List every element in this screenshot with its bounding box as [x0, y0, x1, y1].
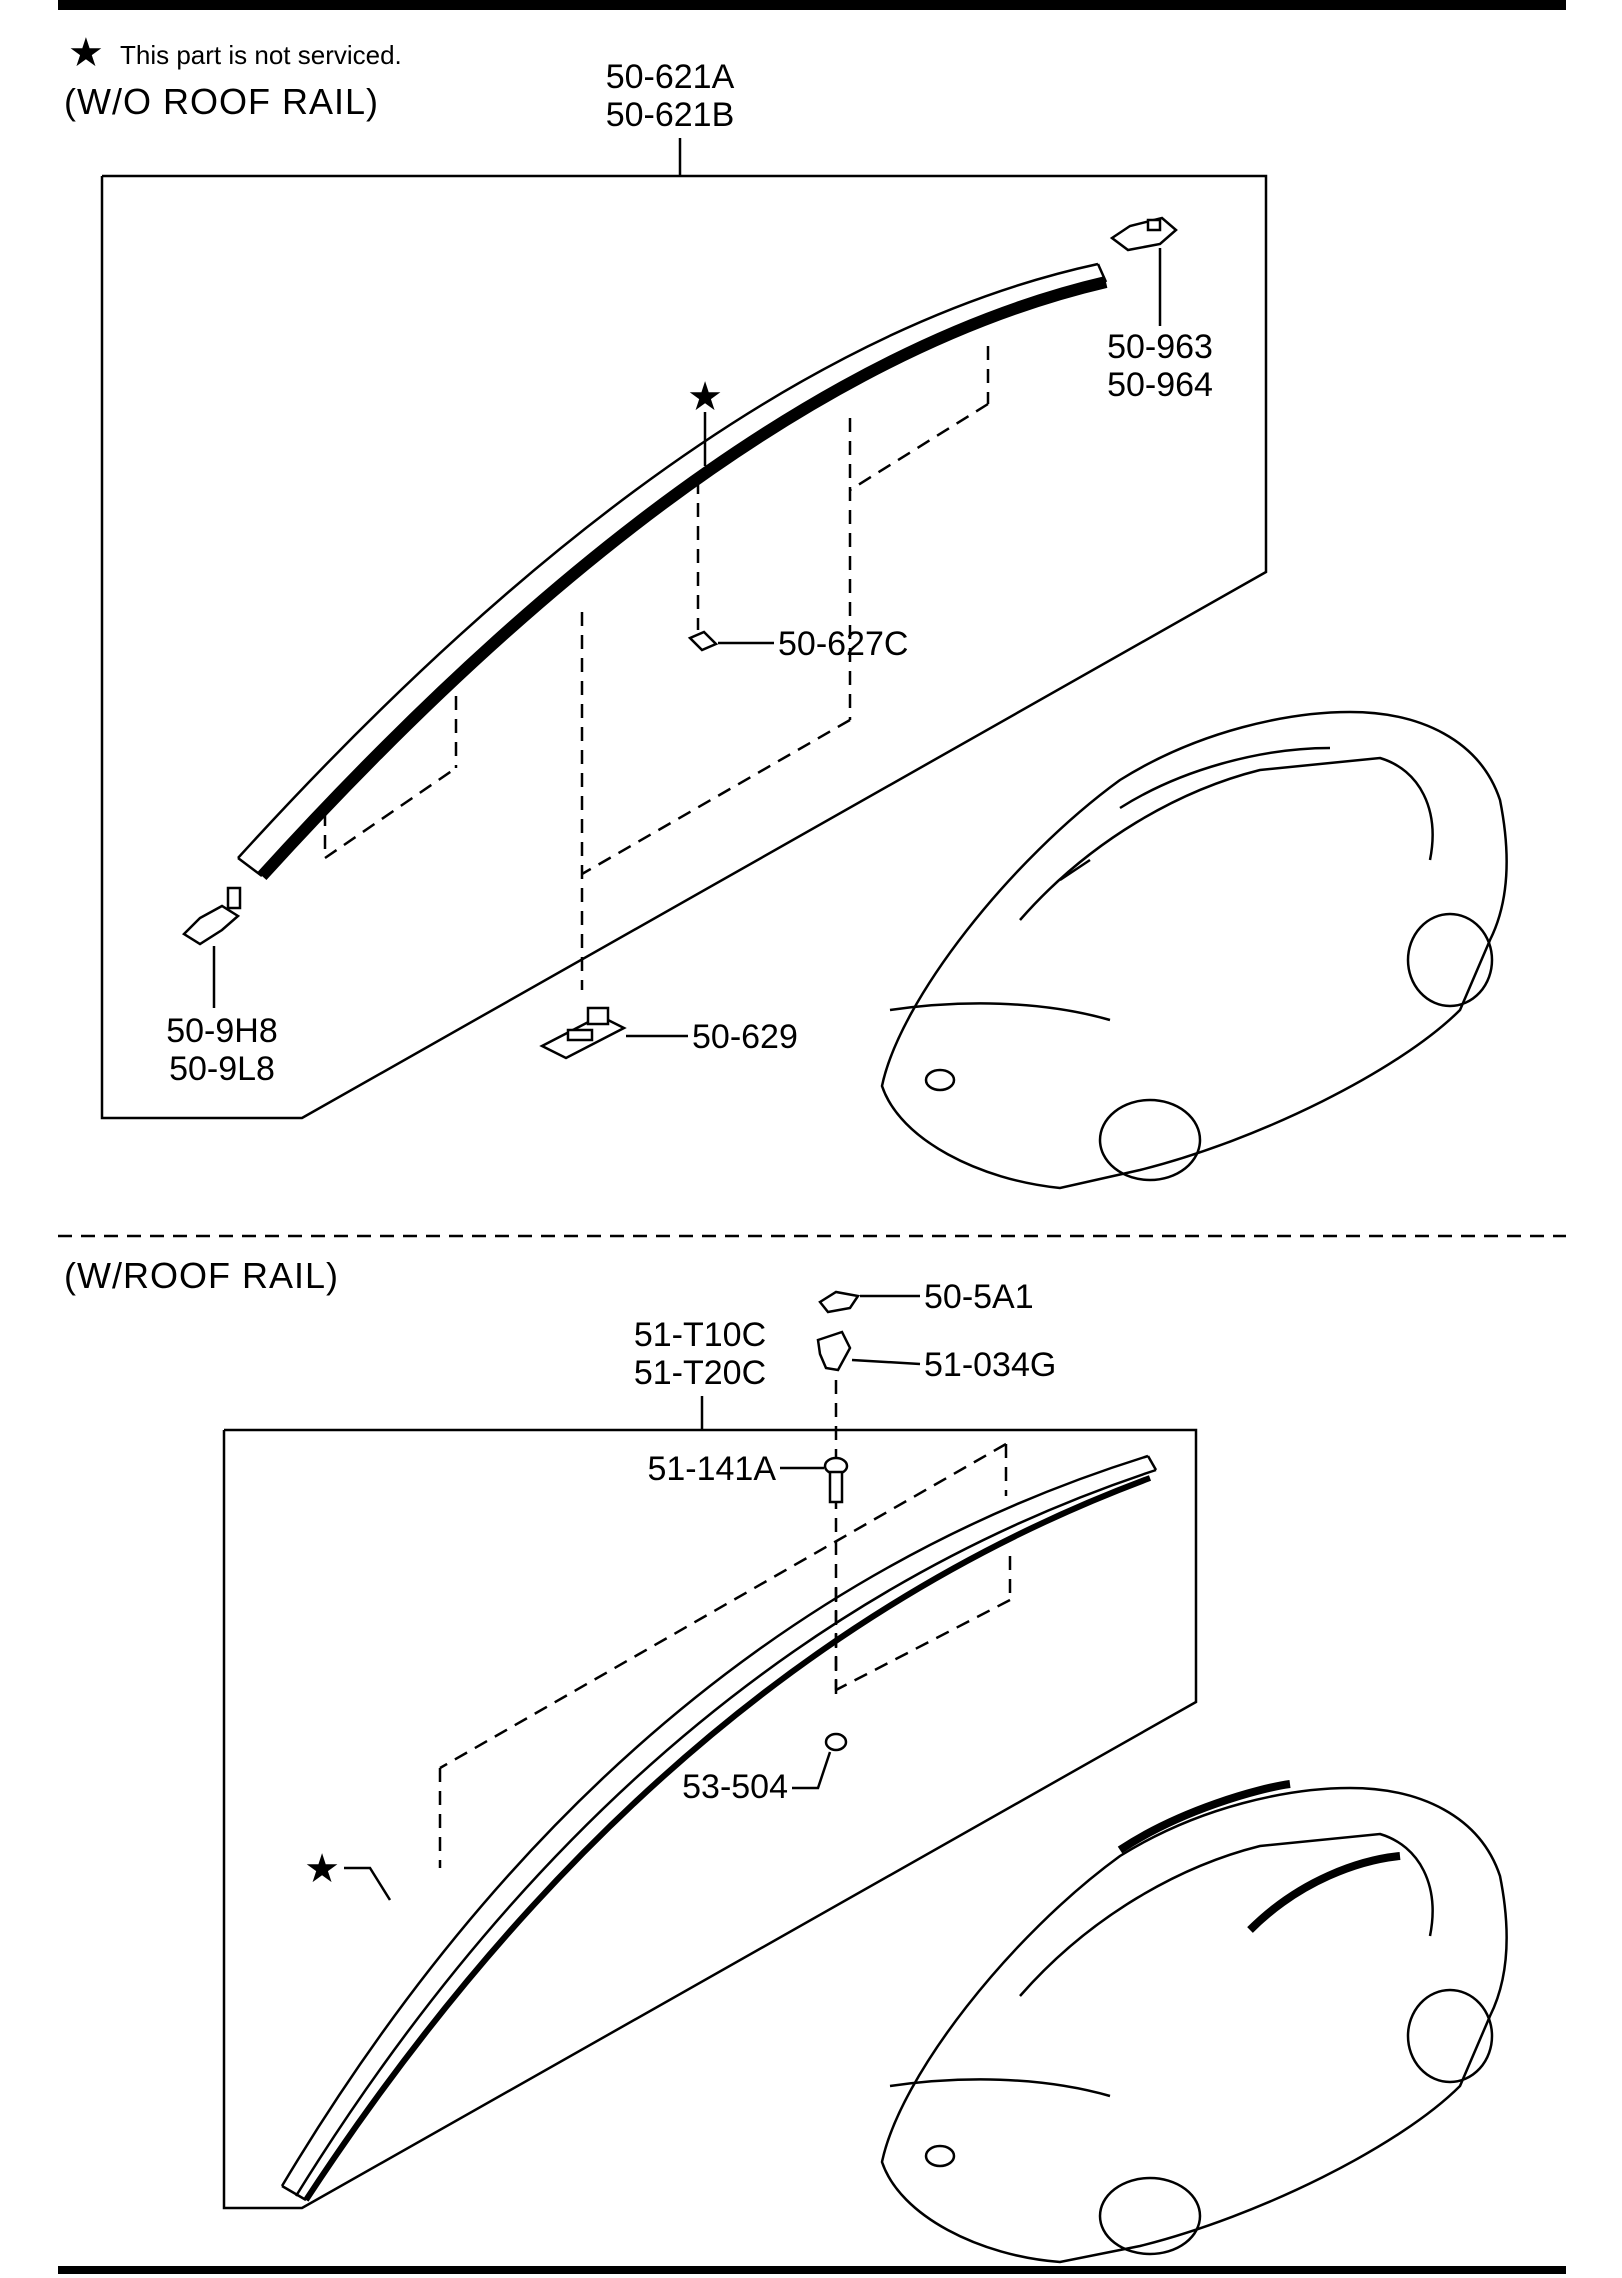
label-bolt: 51-141A: [647, 1450, 776, 1488]
label-rear-clip-b: 50-9L8: [169, 1050, 275, 1088]
rail-dashed-lines: [438, 1380, 1012, 1868]
label-rear-clip-a: 50-9H8: [166, 1012, 278, 1050]
leader-cover: [851, 1358, 921, 1366]
top-border: [58, 0, 1566, 10]
section-with-roof-rail: (W/ROOF RAIL) 51-T10C 51-T20C 50-5A1: [64, 1255, 1508, 2264]
label-front-clip-a: 50-963: [1107, 328, 1213, 366]
dashed-attachment-lines: [323, 346, 990, 990]
star-icon-rail: ★: [304, 1846, 340, 1892]
label-molding-a: 50-621A: [606, 58, 735, 96]
bracket-part: [539, 1006, 627, 1060]
cap-part: [818, 1290, 861, 1314]
section-heading-with-rail: (W/ROOF RAIL): [64, 1255, 339, 1296]
roof-rail: [280, 1454, 1158, 2202]
rear-clip-part: [182, 886, 242, 946]
label-nut: 53-504: [682, 1768, 788, 1806]
label-bracket: 50-629: [692, 1018, 798, 1056]
leader-star-rail: [344, 1866, 392, 1901]
section-heading-without-rail: (W/O ROOF RAIL): [64, 81, 379, 122]
note-star-icon: ★: [68, 30, 104, 76]
frame-with-rail: [222, 1428, 1198, 2210]
bottom-border: [58, 2266, 1566, 2274]
roof-molding: [237, 262, 1108, 881]
label-rail-b: 51-T20C: [634, 1354, 766, 1392]
label-rail-a: 51-T10C: [634, 1316, 766, 1354]
vehicle-illustration-with-rail: [880, 1780, 1508, 2264]
label-fastener: 50-627C: [778, 625, 908, 663]
bolt-part: [823, 1456, 849, 1504]
leader-nut: [792, 1751, 832, 1790]
label-cover: 51-034G: [924, 1346, 1056, 1384]
label-front-clip-b: 50-964: [1107, 366, 1213, 404]
label-molding-b: 50-621B: [606, 96, 735, 134]
note-text: This part is not serviced.: [120, 40, 402, 70]
front-clip-part: [1109, 216, 1178, 252]
frame-without-rail: [100, 174, 1268, 1120]
fastener-part: [687, 630, 719, 652]
section-without-roof-rail: (W/O ROOF RAIL) 50-621A 50-621B ★: [64, 58, 1508, 1190]
nut-part: [824, 1732, 848, 1752]
label-cap: 50-5A1: [924, 1278, 1034, 1316]
vehicle-illustration-without-rail: [880, 710, 1508, 1190]
cover-part: [816, 1330, 852, 1372]
